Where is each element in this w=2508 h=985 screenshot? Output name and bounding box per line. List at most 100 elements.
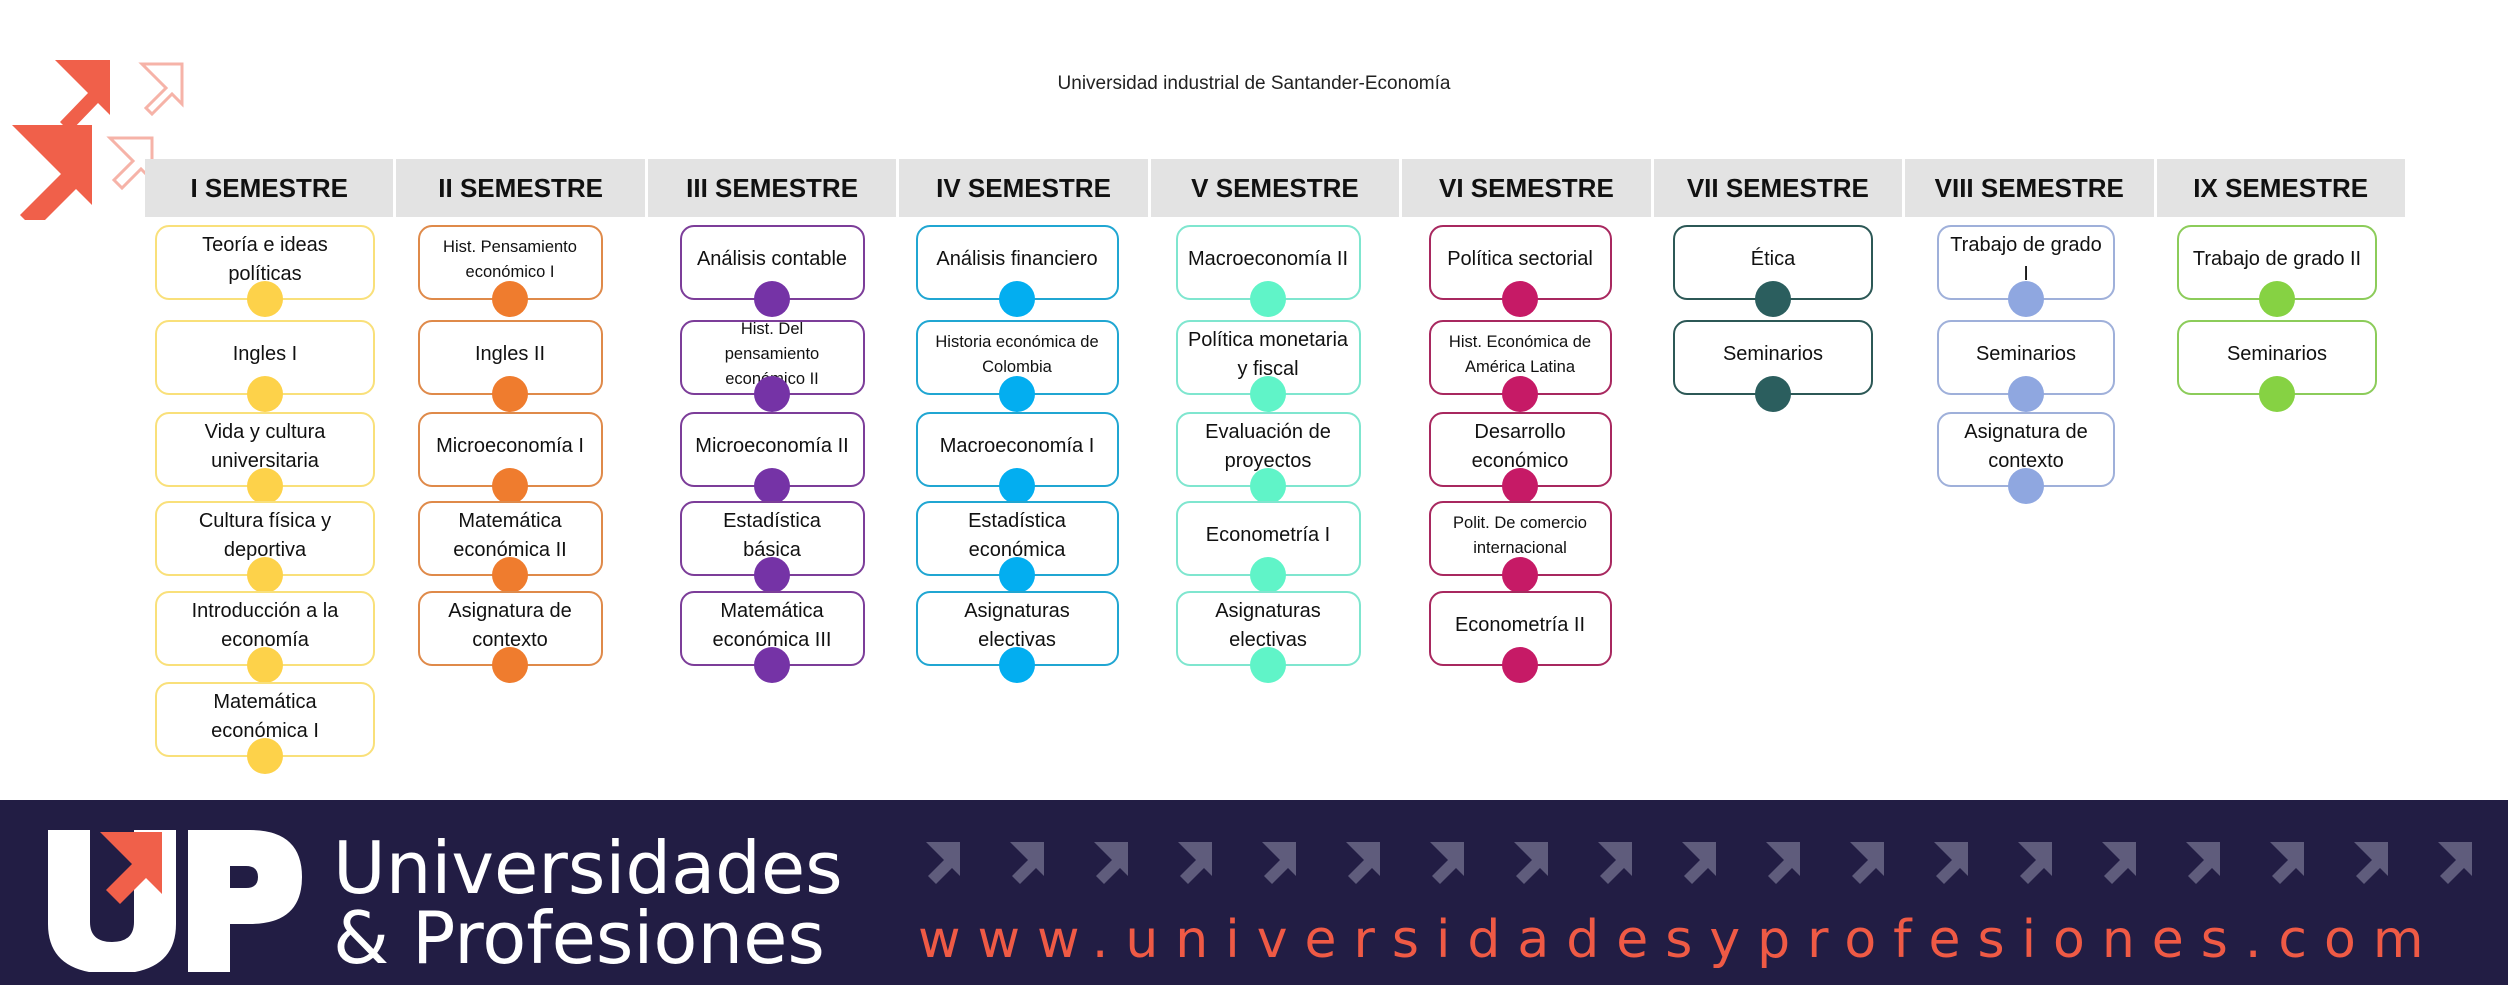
course-label: Hist. Pensamiento económico I — [443, 237, 577, 281]
arrow-icon — [1766, 842, 1800, 884]
course-label: Asignatura de contexto — [448, 599, 572, 651]
course-box[interactable]: Matemática económica I — [155, 682, 375, 774]
course-box[interactable]: Cultura física y deportiva — [155, 501, 375, 593]
course-box[interactable]: Asignatura de contexto — [1937, 412, 2115, 504]
course-box[interactable]: Política sectorial — [1428, 225, 1612, 317]
course-box[interactable]: Teoría e ideas políticas — [155, 225, 375, 317]
course-box[interactable]: Macroeconomía I — [915, 412, 1119, 504]
course-connector-dot — [999, 281, 1035, 317]
course-connector-dot — [754, 376, 790, 412]
course-box[interactable]: Polit. De comercio internacional — [1428, 501, 1612, 593]
course-label: Desarrollo económico — [1471, 420, 1569, 472]
arrow-icon — [2018, 842, 2052, 884]
course-box[interactable]: Macroeconomía II — [1175, 225, 1361, 317]
course-box[interactable]: Introducción a la economía — [155, 591, 375, 683]
course-connector-dot — [492, 647, 528, 683]
course-box[interactable]: Matemática económica II — [417, 501, 603, 593]
course-box[interactable]: Microeconomía I — [417, 412, 603, 504]
semester-header-6: VI SEMESTRE — [1402, 159, 1654, 217]
arrow-icon — [2438, 842, 2472, 884]
arrow-icon — [1598, 842, 1632, 884]
course-label: Hist. Económica de América Latina — [1448, 332, 1592, 376]
course-box[interactable]: Evaluación de proyectos — [1175, 412, 1361, 504]
course-label: Econometría II — [1454, 614, 1586, 636]
course-label: Trabajo de grado I — [1950, 233, 2102, 285]
course-box[interactable]: Hist. Pensamiento económico I — [417, 225, 603, 317]
course-box[interactable]: Ingles I — [155, 320, 375, 412]
course-connector-dot — [754, 647, 790, 683]
course-connector-dot — [492, 557, 528, 593]
course-box[interactable]: Asignaturas electivas — [915, 591, 1119, 683]
course-connector-dot — [1250, 647, 1286, 683]
course-box[interactable]: Microeconomía II — [679, 412, 865, 504]
website-link[interactable]: www.universidadesyprofesiones.com — [918, 910, 2441, 970]
brand-arrows-logo — [12, 60, 184, 220]
semester-header-5: V SEMESTRE — [1150, 159, 1403, 217]
course-connector-dot — [1250, 557, 1286, 593]
course-connector-dot — [247, 376, 283, 412]
course-label: Vida y cultura universitaria — [204, 420, 326, 472]
course-connector-dot — [1502, 376, 1538, 412]
course-box[interactable]: Análisis contable — [679, 225, 865, 317]
course-label: Ética — [1750, 248, 1796, 270]
arrow-icon — [1850, 842, 1884, 884]
course-label: Asignaturas electivas — [1215, 599, 1321, 651]
semester-header-7: VII SEMESTRE — [1653, 159, 1906, 217]
course-box[interactable]: Asignatura de contexto — [417, 591, 603, 683]
arrow-icon — [1010, 842, 1044, 884]
course-label: Asignatura de contexto — [1964, 420, 2088, 472]
course-connector-dot — [247, 738, 283, 774]
arrow-icon — [1934, 842, 1968, 884]
course-label: Seminarios — [2226, 343, 2328, 365]
course-box[interactable]: Desarrollo económico — [1428, 412, 1612, 504]
course-box[interactable]: Ética — [1673, 225, 1873, 317]
course-box[interactable]: Hist. Económica de América Latina — [1428, 320, 1612, 412]
course-box[interactable]: Seminarios — [2177, 320, 2377, 412]
course-connector-dot — [1502, 557, 1538, 593]
course-box[interactable]: Asignaturas electivas — [1175, 591, 1361, 683]
course-connector-dot — [1502, 468, 1538, 504]
course-label: Cultura física y deportiva — [198, 509, 332, 561]
arrow-icon — [926, 842, 960, 884]
course-connector-dot — [247, 647, 283, 683]
course-connector-dot — [247, 468, 283, 504]
arrow-icon — [2354, 842, 2388, 884]
course-box[interactable]: Historia económica de Colombia — [915, 320, 1119, 412]
course-box[interactable]: Ingles II — [417, 320, 603, 412]
course-label: Seminarios — [1975, 343, 2077, 365]
course-box[interactable]: Política monetaria y fiscal — [1175, 320, 1361, 412]
course-connector-dot — [2008, 376, 2044, 412]
arrow-icon — [1682, 842, 1716, 884]
course-box[interactable]: Estadística económica — [915, 501, 1119, 593]
semester-header-2: II SEMESTRE — [396, 159, 648, 217]
semester-header-8: VIII SEMESTRE — [1905, 159, 2157, 217]
course-box[interactable]: Econometría II — [1428, 591, 1612, 683]
course-box[interactable]: Trabajo de grado I — [1937, 225, 2115, 317]
arrow-icon — [2102, 842, 2136, 884]
arrow-icon — [1094, 842, 1128, 884]
course-label: Análisis financiero — [936, 248, 1098, 270]
course-box[interactable]: Seminarios — [1673, 320, 1873, 412]
semester-header-4: IV SEMESTRE — [899, 159, 1151, 217]
course-label: Seminarios — [1722, 343, 1824, 365]
brand-name-line1: Universidades — [333, 826, 843, 910]
course-box[interactable]: Vida y cultura universitaria — [155, 412, 375, 504]
course-box[interactable]: Matemática económica III — [679, 591, 865, 683]
course-label: Política monetaria y fiscal — [1187, 328, 1349, 380]
arrow-icon — [1178, 842, 1212, 884]
course-connector-dot — [999, 468, 1035, 504]
course-connector-dot — [247, 281, 283, 317]
course-connector-dot — [754, 557, 790, 593]
course-label: Matemática económica II — [453, 509, 567, 561]
course-box[interactable]: Trabajo de grado II — [2177, 225, 2377, 317]
arrow-icon — [2270, 842, 2304, 884]
course-box[interactable]: Análisis financiero — [915, 225, 1119, 317]
course-box[interactable]: Hist. Del pensamiento económico II — [679, 320, 865, 412]
course-connector-dot — [247, 557, 283, 593]
course-box[interactable]: Estadística básica — [679, 501, 865, 593]
course-label: Trabajo de grado II — [2192, 248, 2362, 270]
page-title: Universidad industrial de Santander-Econ… — [1057, 73, 1451, 94]
course-box[interactable]: Econometría I — [1175, 501, 1361, 593]
course-box[interactable]: Seminarios — [1937, 320, 2115, 412]
